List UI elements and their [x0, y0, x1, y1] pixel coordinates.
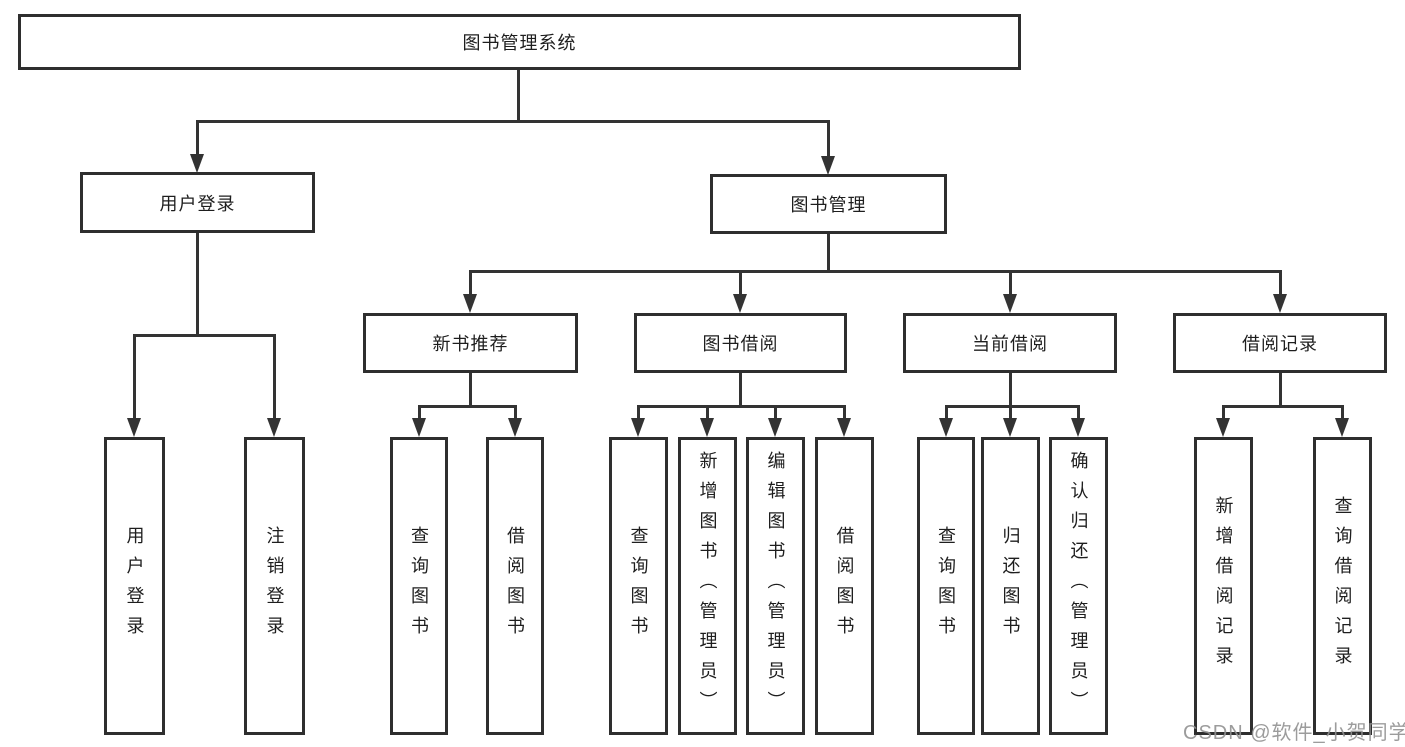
- node-label: 确认归还（管理员）: [1068, 451, 1089, 721]
- leaf-confirm-return-admin: 确认归还（管理员）: [1049, 437, 1108, 735]
- node-borrowing-records: 借阅记录: [1173, 313, 1387, 373]
- connector-line: [827, 234, 830, 271]
- connector-line: [1222, 405, 1344, 408]
- connector-line: [469, 373, 472, 407]
- leaf-logout: 注销登录: [244, 437, 305, 735]
- leaf-borrow-books-recommend: 借阅图书: [486, 437, 544, 735]
- arrowhead-down-icon: [631, 418, 645, 437]
- connector-line: [418, 405, 517, 408]
- connector-line: [1077, 408, 1080, 419]
- connector-line: [1341, 408, 1344, 419]
- connector-line: [945, 405, 1080, 408]
- leaf-return-books: 归还图书: [981, 437, 1040, 735]
- arrowhead-down-icon: [1003, 418, 1017, 437]
- node-label: 当前借阅: [972, 334, 1048, 354]
- arrowhead-down-icon: [1335, 418, 1349, 437]
- arrowhead-down-icon: [1216, 418, 1230, 437]
- node-label: 图书管理系统: [462, 33, 577, 53]
- leaf-query-books-borrowing: 查询图书: [609, 437, 668, 735]
- arrowhead-down-icon: [190, 154, 204, 173]
- connector-line: [1009, 273, 1012, 295]
- connector-line: [827, 123, 830, 156]
- connector-line: [418, 408, 421, 419]
- connector-line: [1279, 373, 1282, 407]
- node-current-borrowing: 当前借阅: [903, 313, 1117, 373]
- arrowhead-down-icon: [837, 418, 851, 437]
- leaf-add-books-admin: 新增图书（管理员）: [678, 437, 737, 735]
- node-label: 用户登录: [124, 526, 145, 646]
- node-label: 借阅图书: [505, 526, 525, 646]
- arrowhead-down-icon: [1003, 294, 1017, 313]
- connector-line: [706, 408, 709, 419]
- connector-line: [517, 69, 520, 123]
- leaf-query-books-recommend: 查询图书: [390, 437, 448, 735]
- arrowhead-down-icon: [267, 418, 281, 437]
- leaf-query-books-current: 查询图书: [917, 437, 975, 735]
- arrowhead-down-icon: [127, 418, 141, 437]
- node-label: 查询图书: [628, 526, 649, 646]
- arrowhead-down-icon: [821, 156, 835, 175]
- connector-line: [637, 408, 640, 419]
- arrowhead-down-icon: [700, 418, 714, 437]
- csdn-watermark: CSDN @软件_小贺同学: [1183, 722, 1405, 744]
- arrowhead-down-icon: [768, 418, 782, 437]
- leaf-user-login: 用户登录: [104, 437, 165, 735]
- arrowhead-down-icon: [508, 418, 522, 437]
- connector-line: [133, 337, 136, 419]
- connector-line: [196, 233, 199, 335]
- node-new-book-recommend: 新书推荐: [363, 313, 578, 373]
- connector-line: [1009, 408, 1012, 419]
- node-label: 借阅记录: [1242, 334, 1318, 354]
- connector-line: [1222, 408, 1225, 419]
- node-label: 查询图书: [409, 526, 429, 646]
- connector-line: [196, 123, 199, 154]
- connector-line: [273, 337, 276, 419]
- node-label: 用户登录: [159, 193, 236, 214]
- connector-line: [196, 120, 830, 123]
- leaf-edit-books-admin: 编辑图书（管理员）: [746, 437, 805, 735]
- node-root-system: 图书管理系统: [18, 14, 1021, 70]
- arrowhead-down-icon: [412, 418, 426, 437]
- node-label: 新书推荐: [432, 334, 509, 354]
- connector-line: [1009, 373, 1012, 407]
- connector-line: [774, 408, 777, 419]
- connector-line: [945, 408, 948, 419]
- node-label: 图书管理: [790, 195, 867, 215]
- node-label: 借阅图书: [834, 526, 855, 646]
- node-label: 归还图书: [1000, 526, 1021, 646]
- connector-line: [133, 334, 276, 337]
- connector-line: [469, 270, 1282, 273]
- connector-line: [739, 373, 742, 407]
- arrowhead-down-icon: [939, 418, 953, 437]
- connector-line: [843, 408, 846, 419]
- connector-line: [739, 273, 742, 295]
- connector-line: [514, 408, 517, 419]
- node-label: 查询图书: [936, 526, 956, 646]
- node-label: 新增借阅记录: [1213, 496, 1234, 676]
- node-label: 编辑图书（管理员）: [765, 451, 786, 721]
- leaf-query-borrow-record: 查询借阅记录: [1313, 437, 1372, 735]
- node-book-borrowing: 图书借阅: [634, 313, 847, 373]
- connector-line: [1279, 273, 1282, 295]
- connector-line: [637, 405, 846, 408]
- node-label: 新增图书（管理员）: [697, 451, 718, 721]
- node-label: 查询借阅记录: [1332, 496, 1353, 676]
- node-label: 图书借阅: [702, 334, 779, 354]
- arrowhead-down-icon: [1071, 418, 1085, 437]
- arrowhead-down-icon: [463, 294, 477, 313]
- node-user-login: 用户登录: [80, 172, 315, 233]
- leaf-borrow-books: 借阅图书: [815, 437, 874, 735]
- leaf-add-borrow-record: 新增借阅记录: [1194, 437, 1253, 735]
- arrowhead-down-icon: [1273, 294, 1287, 313]
- node-book-management: 图书管理: [710, 174, 947, 234]
- connector-line: [469, 273, 472, 295]
- arrowhead-down-icon: [733, 294, 747, 313]
- node-label: 注销登录: [264, 526, 285, 646]
